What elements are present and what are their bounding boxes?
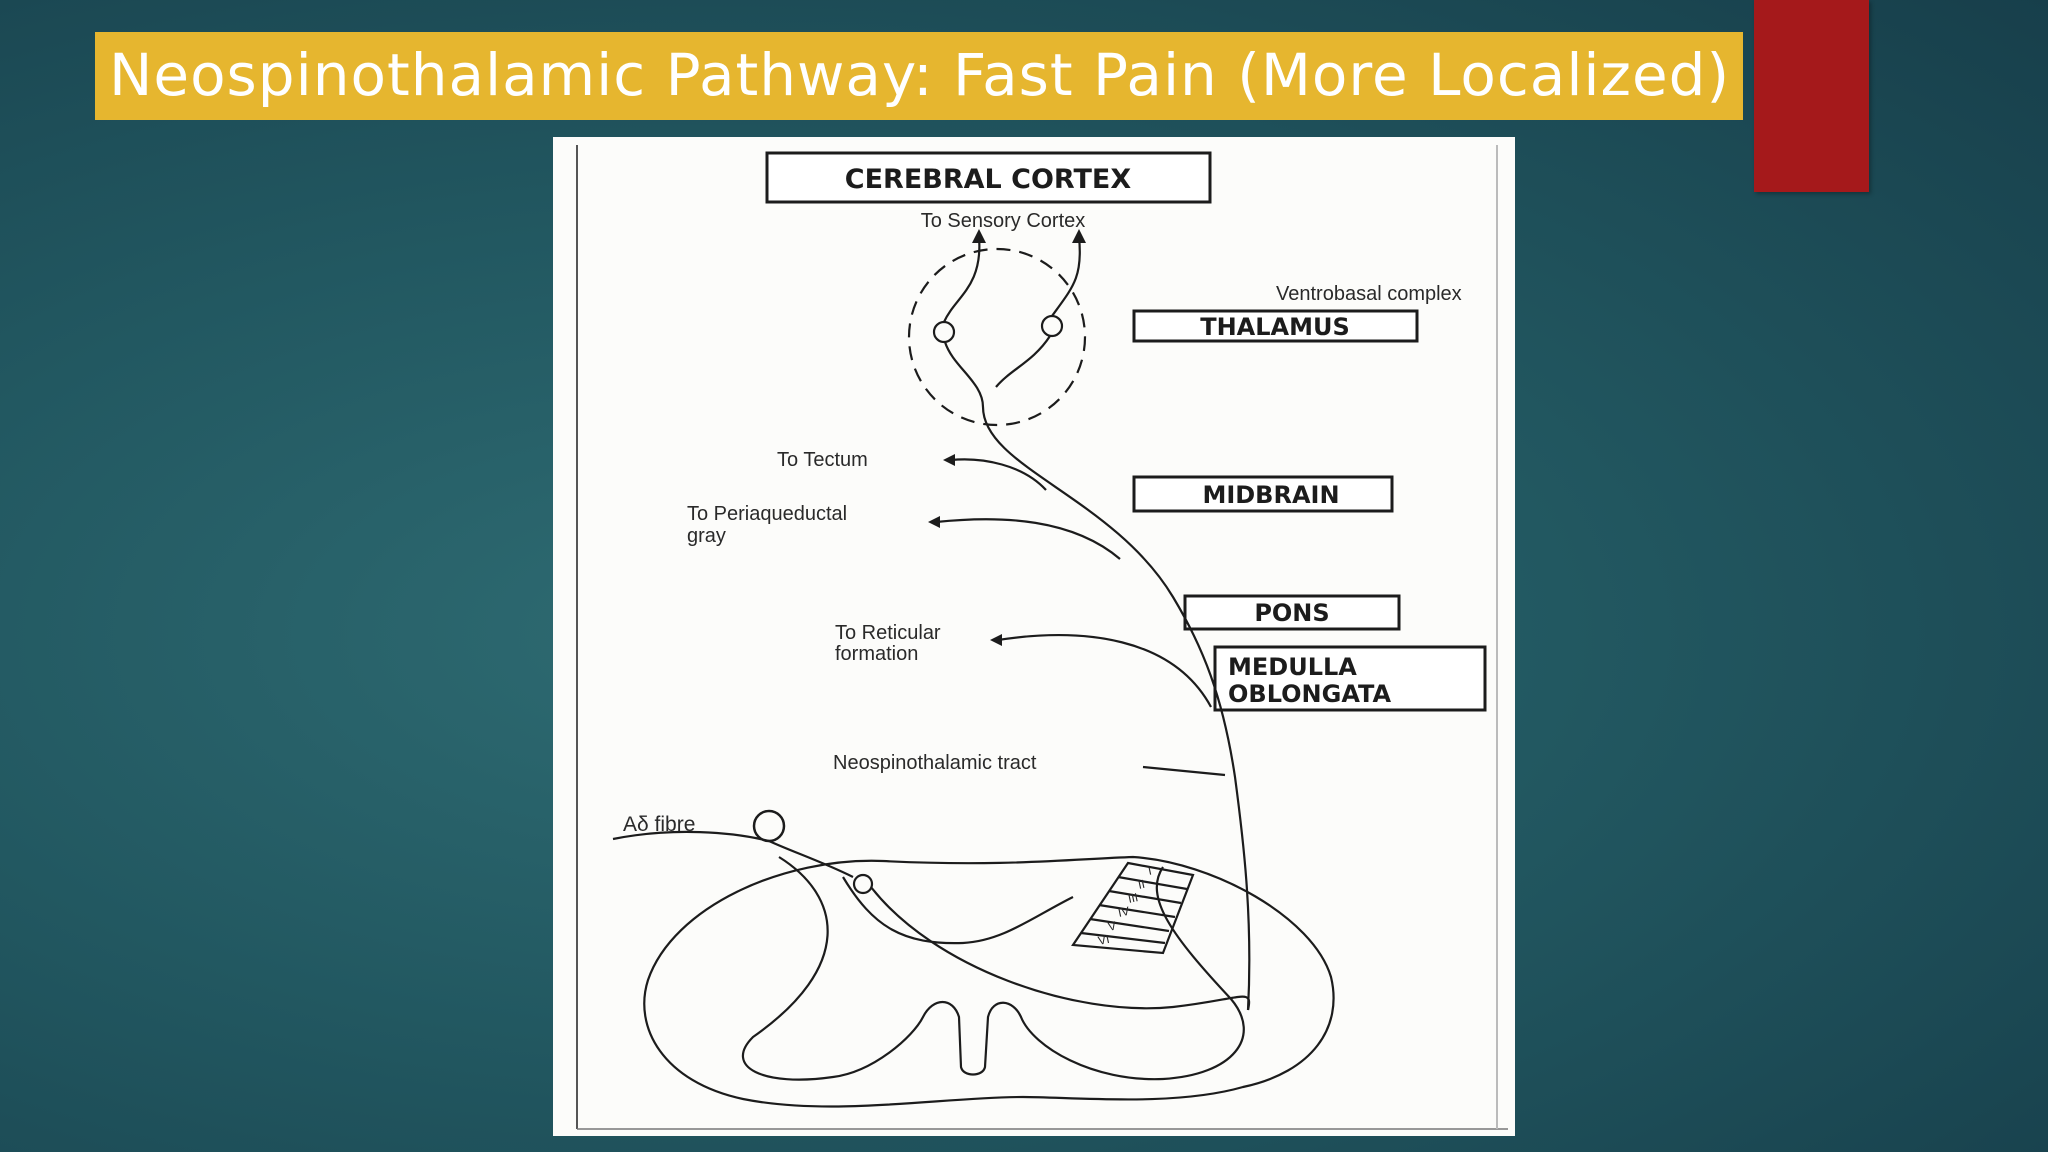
a-delta-fibre-label: Aδ fibre	[623, 813, 695, 836]
branch-to-reticular	[997, 634, 1212, 708]
lamina-6: VI	[1097, 932, 1111, 948]
crossing-fibre	[870, 886, 1251, 1011]
dorsal-root-ganglion	[752, 809, 786, 843]
tract-label-leader	[1142, 765, 1226, 777]
thalamic-neuron-left	[932, 320, 956, 344]
medulla-label-line1: MEDULLA	[1228, 653, 1357, 681]
lamina-1: I	[1147, 864, 1153, 878]
medulla-label-line2: OBLONGATA	[1228, 680, 1392, 708]
a-delta-fibre-path	[612, 830, 854, 878]
thalamus-dashed-outline	[907, 247, 1087, 427]
pons-box: PONS	[1183, 594, 1401, 631]
to-sensory-cortex-label: To Sensory Cortex	[921, 210, 1086, 232]
branch-to-tectum	[950, 458, 1047, 491]
pons-label: PONS	[1254, 599, 1329, 627]
neospinothalamic-tract-path	[943, 341, 1251, 1011]
midbrain-box: MIDBRAIN	[1132, 475, 1394, 513]
midbrain-label: MIDBRAIN	[1202, 481, 1339, 509]
arrow-to-periaqueductal	[928, 516, 940, 528]
title-bar: Neospinothalamic Pathway: Fast Pain (Mor…	[95, 32, 1743, 120]
reticular-formation-label: formation	[835, 643, 918, 665]
grey-matter-outline	[741, 856, 1245, 1081]
pathway-diagram: CEREBRAL CORTEX To Sensory Cortex Ventro…	[576, 145, 1508, 1130]
to-reticular-label: To Reticular	[835, 622, 941, 644]
to-periaqueductal-label: To Periaqueductal	[687, 503, 847, 525]
arrow-to-cortex-left	[972, 229, 986, 243]
axon-to-cortex-left	[942, 236, 981, 323]
arrow-to-reticular	[990, 634, 1002, 646]
axon-to-cortex-right	[1051, 236, 1081, 317]
thalamus-box: THALAMUS	[1132, 309, 1419, 343]
lamina-5: V	[1107, 919, 1118, 934]
tract-branch-right	[995, 335, 1051, 388]
medulla-box: MEDULLA OBLONGATA	[1213, 645, 1487, 712]
slide-title: Neospinothalamic Pathway: Fast Pain (Mor…	[109, 41, 1731, 109]
to-tectum-label: To Tectum	[777, 449, 868, 471]
pathway-figure: CEREBRAL CORTEX To Sensory Cortex Ventro…	[553, 137, 1515, 1136]
cerebral-cortex-box: CEREBRAL CORTEX	[765, 151, 1212, 204]
dorsal-horn-outline	[842, 876, 1074, 945]
laminae-diagram: I II III IV V VI	[1071, 861, 1195, 955]
lamina-3: III	[1127, 890, 1140, 906]
lamina-4: IV	[1117, 904, 1131, 920]
accent-tab	[1754, 0, 1869, 192]
arrow-to-tectum	[943, 454, 955, 466]
cerebral-cortex-label: CEREBRAL CORTEX	[845, 164, 1132, 195]
lamina-2: II	[1137, 877, 1146, 892]
dorsal-horn-neuron	[852, 873, 874, 895]
ventrobasal-complex-label: Ventrobasal complex	[1276, 283, 1462, 305]
neospinothalamic-tract-label: Neospinothalamic tract	[833, 752, 1037, 774]
thalamus-label: THALAMUS	[1200, 313, 1350, 341]
periaqueductal-gray-label: gray	[687, 525, 726, 547]
branch-to-periaqueductal	[935, 518, 1121, 560]
thalamic-neuron-right	[1040, 314, 1064, 338]
arrow-to-cortex-right	[1072, 229, 1086, 243]
spinal-cord-outline	[643, 855, 1335, 1108]
